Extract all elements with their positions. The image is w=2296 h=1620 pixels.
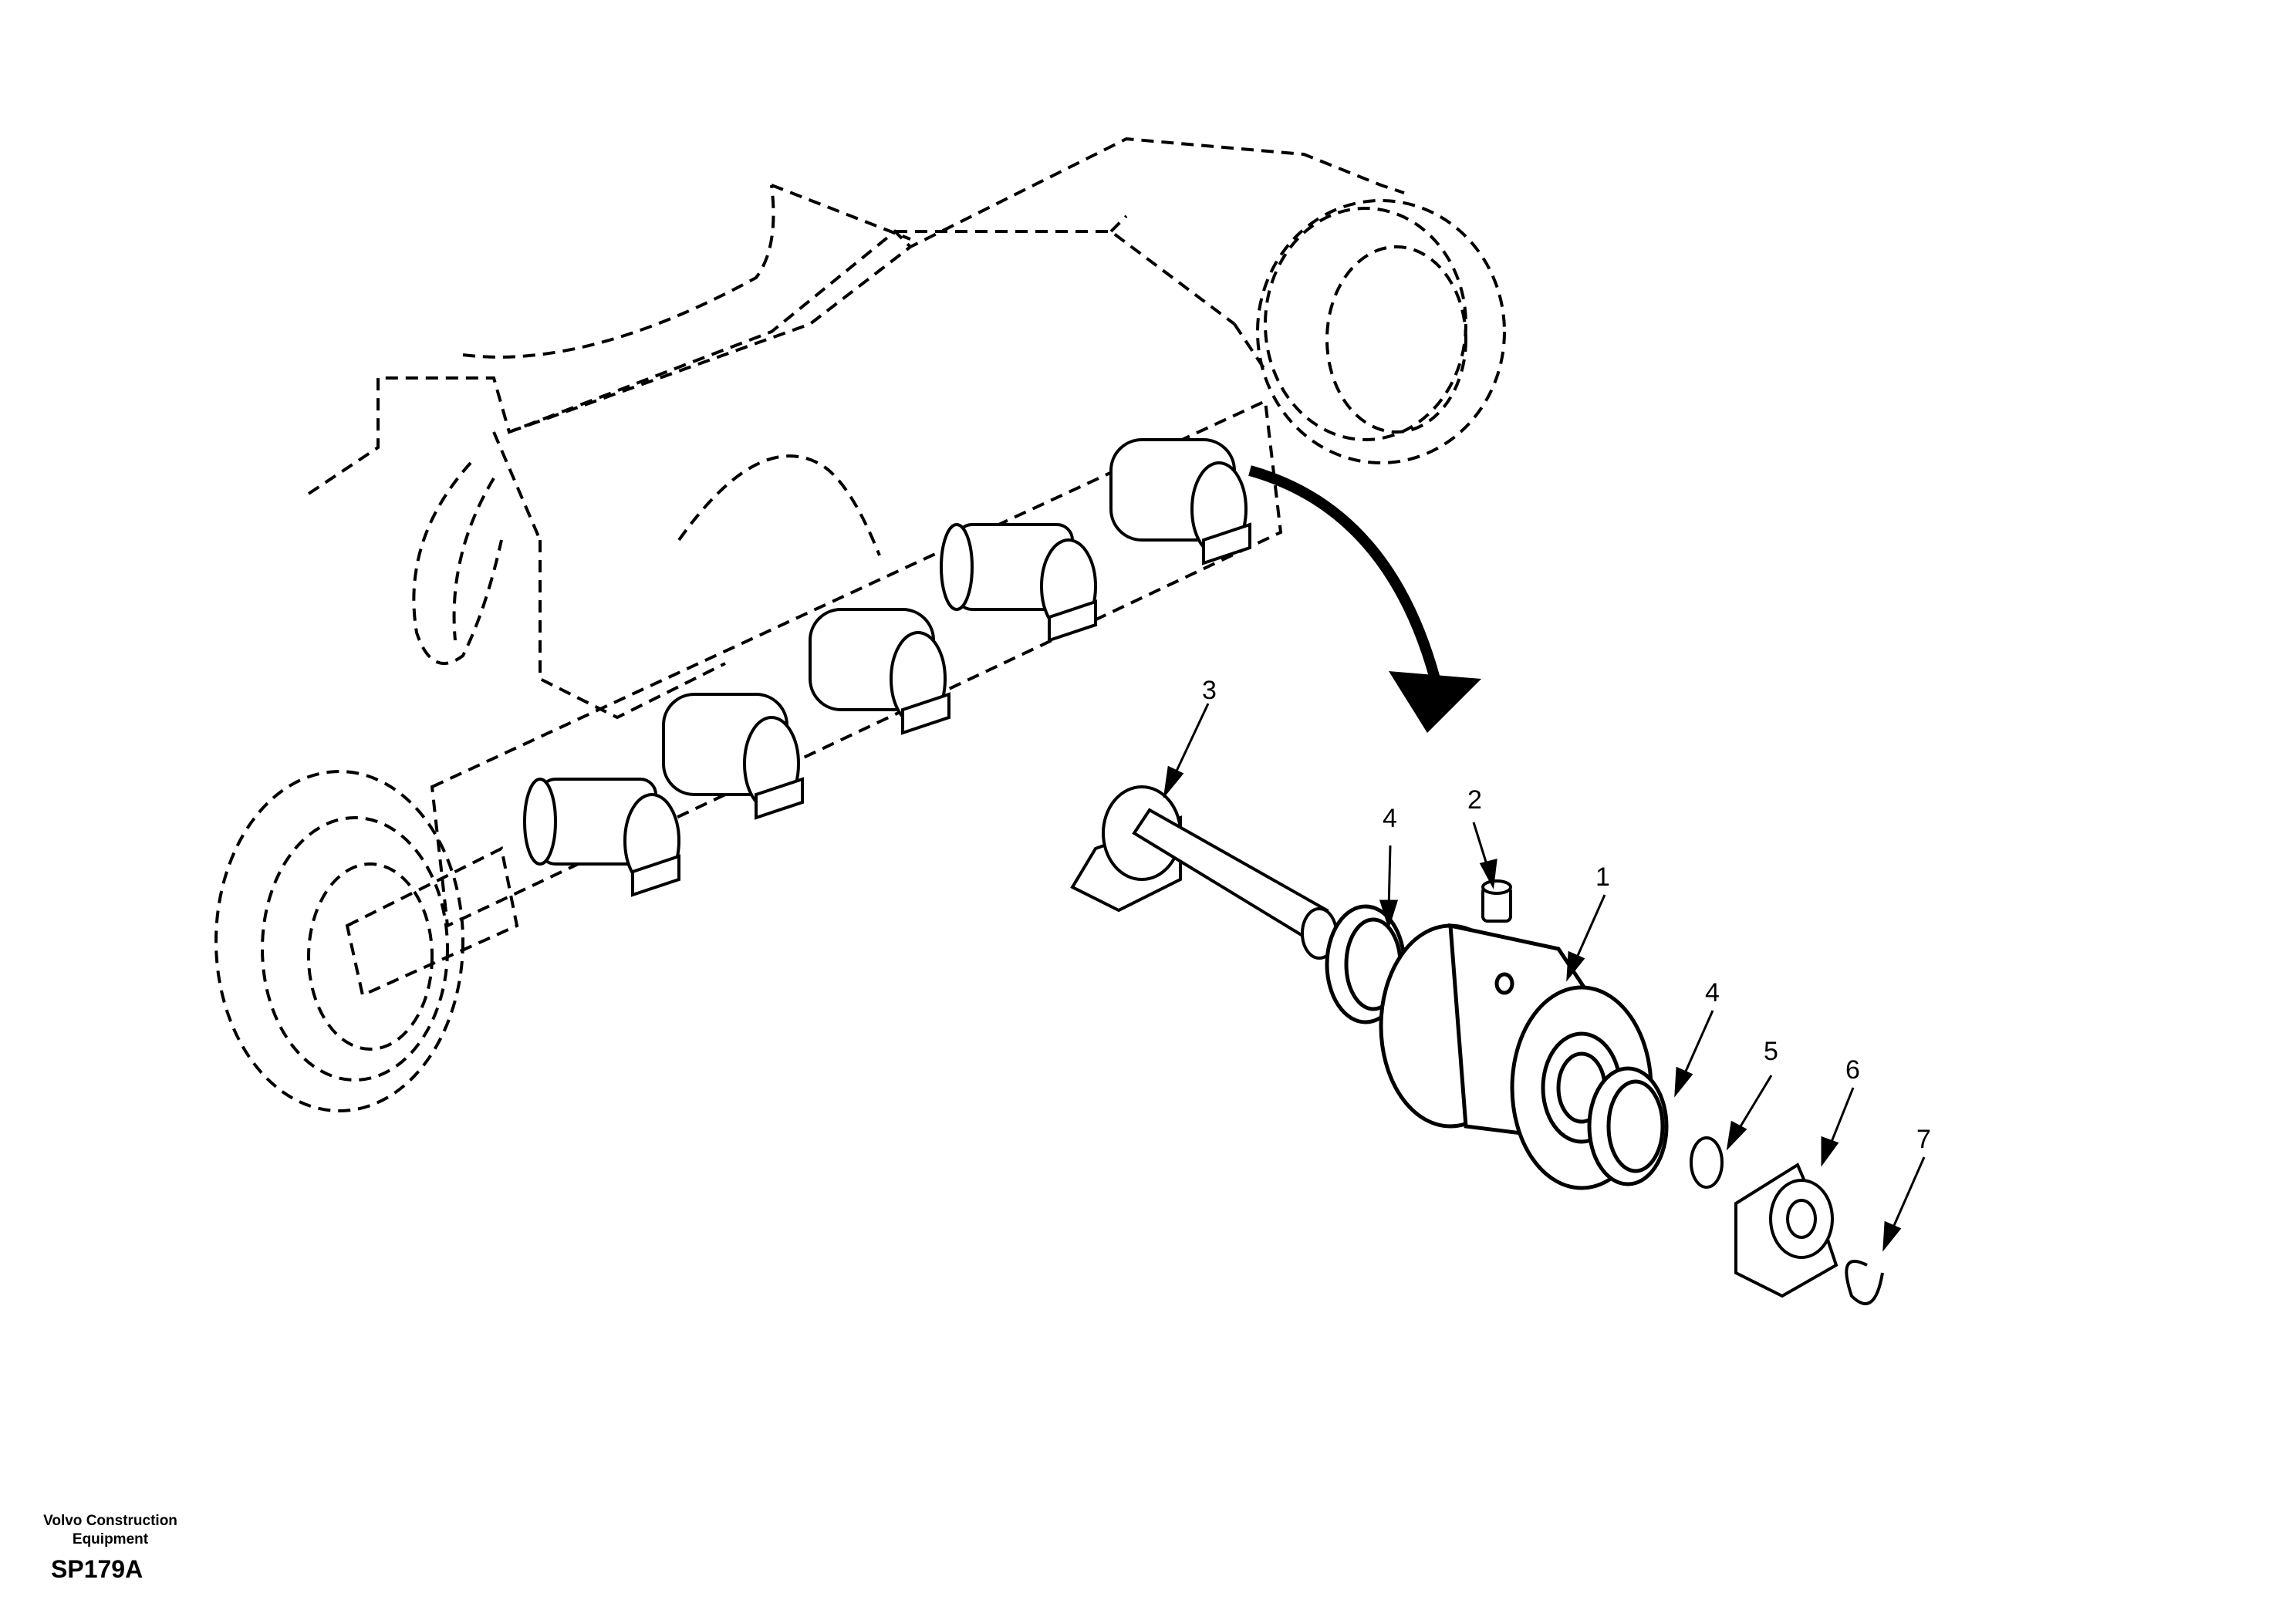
brand-line-1: Volvo Construction xyxy=(43,1513,177,1529)
roller-5 xyxy=(1109,438,1251,565)
plug-part-2 xyxy=(1481,879,1512,923)
brand-line-2: Equipment xyxy=(72,1531,149,1547)
brand-caption: Volvo Construction Equipment xyxy=(29,1512,191,1549)
callout-label-1: 1 xyxy=(1595,862,1610,892)
callout-label-4a: 4 xyxy=(1383,804,1397,833)
callout-label-7: 7 xyxy=(1916,1125,1931,1154)
bracket-part-6 xyxy=(1734,1163,1838,1298)
track-rollers xyxy=(523,438,1251,897)
direction-arrow xyxy=(1248,465,1481,733)
figure-code: SP179A xyxy=(51,1555,144,1583)
roller-1 xyxy=(523,778,680,897)
callout-label-4b: 4 xyxy=(1705,978,1720,1007)
roller-2 xyxy=(662,693,804,820)
roller-3 xyxy=(809,608,950,735)
callout-label-3: 3 xyxy=(1202,676,1217,705)
callout-leaders xyxy=(1163,703,1926,1252)
callout-label-2: 2 xyxy=(1467,785,1482,815)
seal-part-4b xyxy=(1587,1066,1669,1186)
shaft-part-3 xyxy=(1070,785,1338,960)
roller-4 xyxy=(940,523,1097,643)
o-ring-part-5 xyxy=(1690,1136,1724,1189)
undercarriage-frame-dashed xyxy=(214,137,1506,1112)
callout-label-5: 5 xyxy=(1764,1037,1778,1066)
snap-ring-part-7 xyxy=(1845,1260,1884,1305)
callout-label-6: 6 xyxy=(1845,1055,1860,1085)
